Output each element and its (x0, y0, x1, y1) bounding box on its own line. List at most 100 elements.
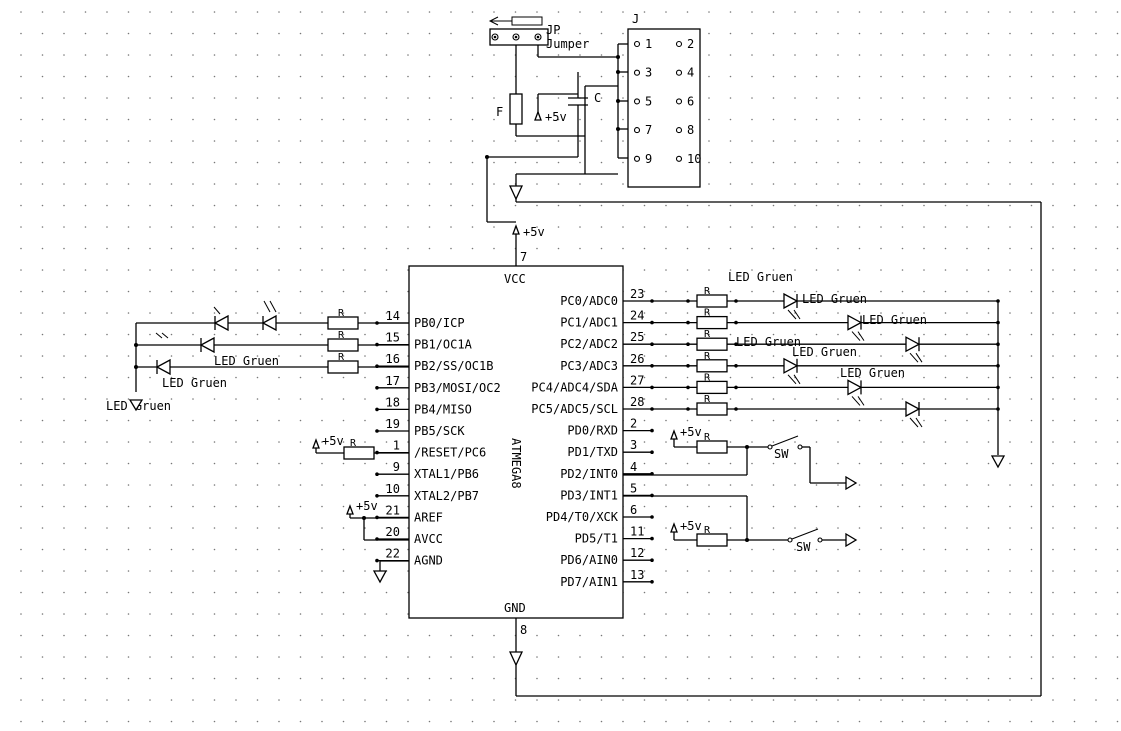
vcc-pin-number: 7 (520, 250, 527, 264)
resistor-ref: R (704, 372, 711, 383)
pin-name: PD1/TXD (567, 445, 618, 459)
pin-number: 1 (393, 439, 400, 453)
resistor-reset (343, 446, 375, 460)
pin-name: PB5/SCK (414, 424, 465, 438)
pin-dot (650, 515, 654, 519)
ground-symbol-agnd (372, 570, 388, 584)
led-pb2a (155, 332, 169, 339)
pin-number: 18 (386, 395, 400, 409)
pin-number: 4 (630, 460, 637, 474)
led-label: LED Gruen (736, 335, 801, 349)
resistor-pc0 (696, 294, 728, 308)
connector-ref: J (632, 12, 639, 26)
supply-reset: +5v (322, 434, 344, 448)
pin-name: PB3/MOSI/OC2 (414, 381, 501, 395)
ground-symbol-leds (990, 455, 1006, 469)
pin-number: 2 (630, 417, 637, 431)
pin-number: 17 (386, 374, 400, 388)
pin-name: PB2/SS/OC1B (414, 359, 493, 373)
pin-name: AGND (414, 554, 443, 568)
pin-name: PC5/ADC5/SCL (531, 402, 618, 416)
supply-cap: +5v (545, 110, 567, 124)
pin-name: /RESET/PC6 (414, 446, 486, 460)
pin-name: PD4/T0/XCK (546, 510, 619, 524)
connector-pin-label: 4 (687, 66, 694, 80)
connector-pin-label: 10 (687, 152, 701, 166)
pin-number: 10 (386, 482, 400, 496)
pin-name: PC3/ADC3 (560, 359, 618, 373)
mcu-vcc-label: VCC (504, 272, 526, 286)
led-pb1a (213, 306, 229, 332)
pin-name: PC0/ADC0 (560, 294, 618, 308)
supply-sw2: +5v (680, 519, 702, 533)
pin-name: AVCC (414, 532, 443, 546)
connector-pin (633, 69, 641, 76)
fuse (509, 93, 523, 125)
pin-number: 11 (630, 525, 644, 539)
resistor-ref: R (350, 438, 357, 449)
supply-sw1: +5v (680, 425, 702, 439)
pin-dot (375, 429, 379, 433)
jumper-jp: JP Jumper (488, 16, 589, 51)
pin-number: 16 (386, 352, 400, 366)
resistor-ref: R (338, 308, 345, 319)
pin-number: 28 (630, 395, 644, 409)
pin-dot (650, 536, 654, 541)
pin-number: 26 (630, 352, 644, 366)
pin-name: PC2/ADC2 (560, 337, 618, 351)
pin-name: PB4/MISO (414, 402, 472, 416)
pin-name: XTAL2/PB7 (414, 489, 479, 503)
resistor-ref: R (704, 394, 711, 405)
connector-pin (633, 98, 641, 105)
resistor-ref: R (704, 351, 711, 362)
led-pb2 (155, 358, 171, 376)
resistor-ref: R (704, 329, 711, 340)
pin-dot (650, 580, 654, 584)
led-label: LED Gruen (840, 366, 905, 380)
resistor-pc5 (696, 402, 728, 416)
led-pc5 (905, 400, 923, 428)
pin-dot (375, 472, 379, 477)
pin-name: PD5/T1 (575, 532, 618, 546)
pin-number: 27 (630, 373, 644, 387)
led-label: LED Gruen (802, 292, 867, 306)
resistor-ref: R (704, 525, 711, 536)
supply-aref: +5v (356, 499, 378, 513)
pin-name: PC4/ADC4/SDA (531, 380, 618, 394)
led-pc4 (847, 379, 865, 406)
pin-dot (650, 450, 654, 455)
fuse-ref: F (496, 105, 503, 119)
pin-name: PD7/AIN1 (560, 575, 618, 589)
connector-pin (633, 155, 641, 162)
jumper-ref: JP (546, 23, 560, 37)
pin-name: PD0/RXD (567, 424, 618, 438)
pin-number: 24 (630, 309, 644, 323)
ground-symbol-top (508, 185, 524, 201)
pin-dot (375, 386, 379, 390)
led-pc3 (783, 357, 801, 385)
pin-number: 14 (386, 309, 400, 323)
pin-number: 19 (386, 417, 400, 431)
pin-name: PB1/OC1A (414, 338, 473, 352)
pin-dot (375, 407, 379, 412)
resistor-pc4 (696, 380, 728, 395)
ground-symbol-mcu (508, 651, 524, 667)
pin-name: AREF (414, 510, 443, 524)
gnd-pin-number: 8 (520, 623, 527, 637)
resistor-pc1 (696, 315, 728, 330)
led-pc0 (783, 292, 801, 320)
jumper-value: Jumper (546, 37, 589, 51)
pin-number: 9 (393, 460, 400, 474)
pin-number: 5 (630, 481, 637, 495)
connector-pin (675, 127, 683, 134)
connector-pin-label: 3 (645, 66, 652, 80)
pin-number: 3 (630, 438, 637, 452)
pin-dot (650, 558, 654, 562)
switch-ref: SW (774, 447, 789, 461)
connector-pin (675, 98, 683, 105)
pin-number: 20 (386, 525, 400, 539)
resistor-ref: R (338, 352, 345, 363)
pin-number: 23 (630, 287, 644, 301)
